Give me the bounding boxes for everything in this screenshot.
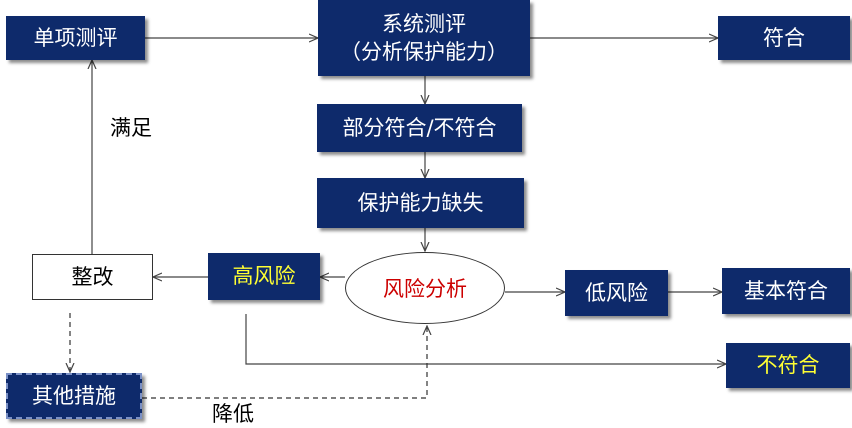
label-reduce: 降低 (212, 402, 254, 426)
arrow-high-to-notconform (245, 314, 726, 364)
node-basic-conform: 基本符合 (722, 268, 850, 314)
node-other-measures: 其他措施 (6, 373, 142, 419)
node-not-conform: 不符合 (726, 343, 850, 388)
node-high-risk-label: 高风险 (232, 264, 296, 289)
node-low-risk: 低风险 (565, 270, 668, 316)
node-low-risk-label: 低风险 (585, 280, 648, 305)
node-single-test-label: 单项测评 (33, 25, 118, 50)
node-system-test-line1: 系统测评 (382, 11, 466, 36)
node-capability-missing: 保护能力缺失 (317, 178, 524, 228)
node-capability-missing-label: 保护能力缺失 (357, 190, 484, 215)
node-basic-conform-label: 基本符合 (744, 278, 828, 303)
node-partial-conform-label: 部分符合/不符合 (342, 115, 497, 140)
label-satisfied: 满足 (110, 116, 152, 140)
node-conform: 符合 (718, 16, 850, 60)
node-rectify: 整改 (32, 254, 153, 300)
node-single-test: 单项测评 (6, 16, 145, 60)
node-rectify-label: 整改 (71, 264, 114, 289)
node-other-measures-label: 其他措施 (32, 383, 116, 408)
node-not-conform-label: 不符合 (756, 353, 820, 378)
node-conform-label: 符合 (763, 25, 805, 50)
node-system-test-line2: （分析保护能力） (340, 40, 508, 64)
node-risk-analysis: 风险分析 (345, 252, 505, 324)
node-risk-analysis-label: 风险分析 (383, 277, 467, 301)
dashed-arrow-measures-to-risk (142, 326, 427, 399)
node-partial-conform: 部分符合/不符合 (317, 104, 522, 152)
node-high-risk: 高风险 (208, 253, 320, 300)
node-system-test: 系统测评 （分析保护能力） (318, 0, 530, 76)
